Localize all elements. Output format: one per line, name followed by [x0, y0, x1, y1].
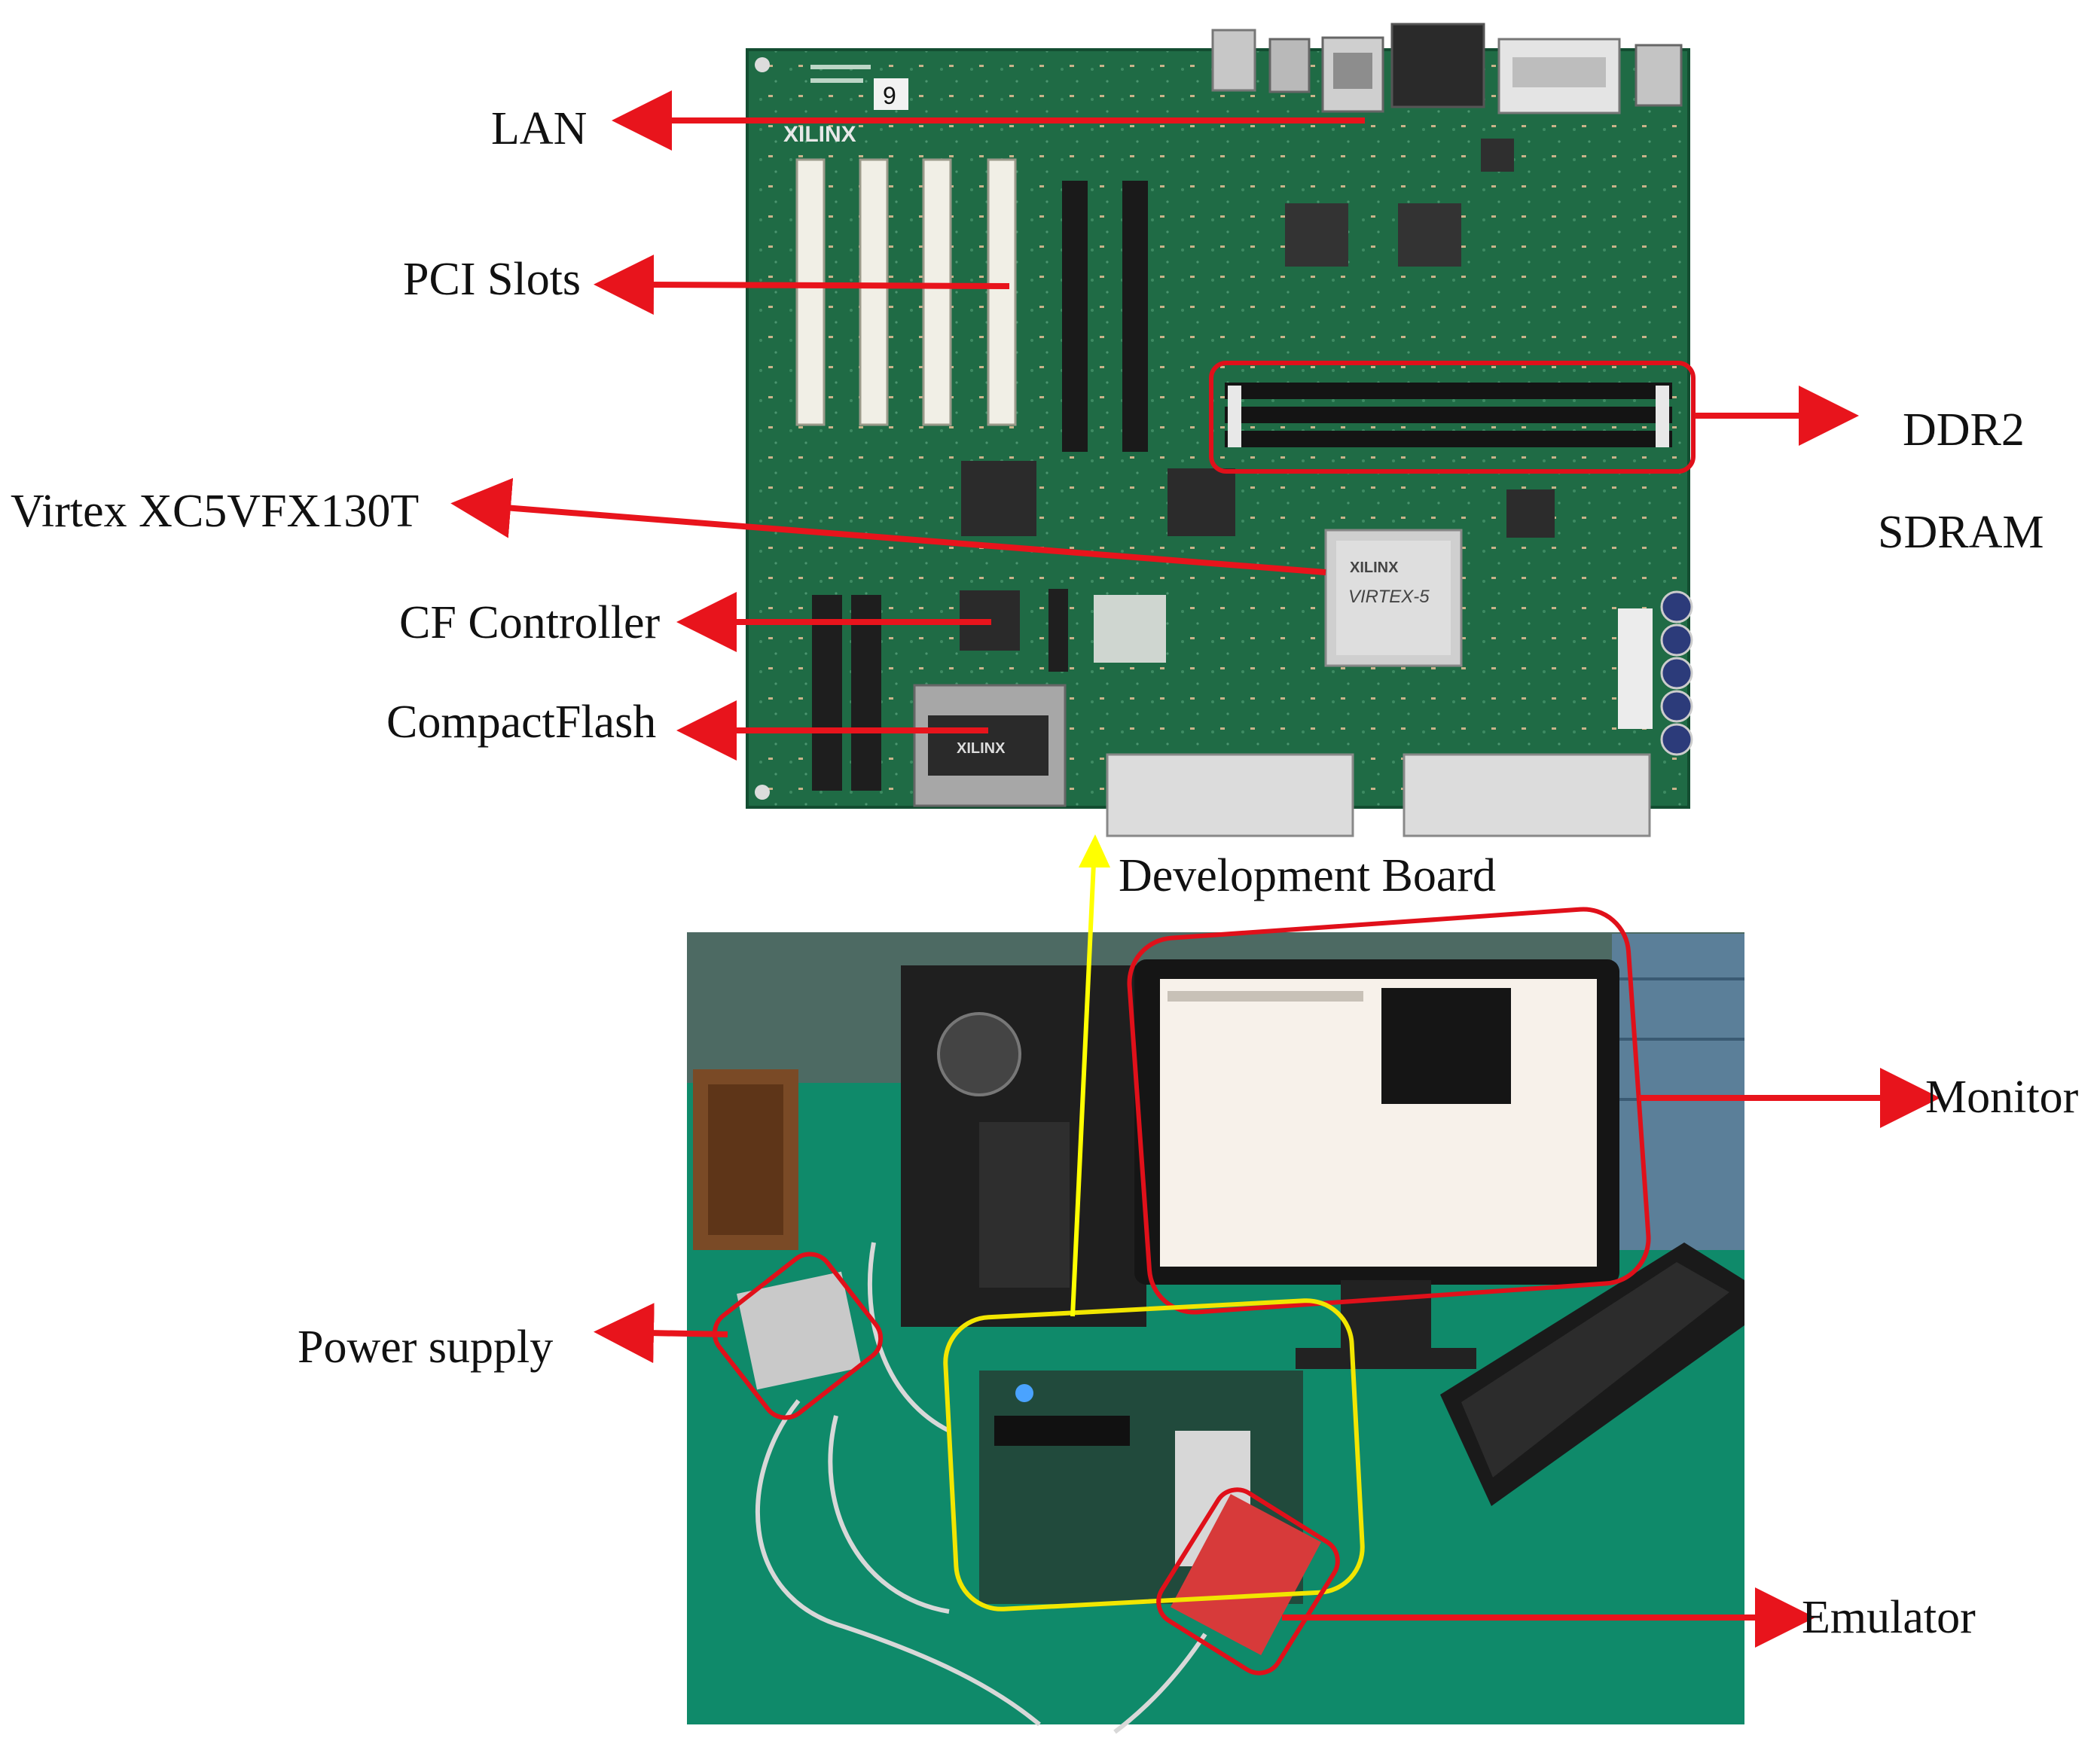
label-virtex: Virtex XC5VFX130T [11, 486, 420, 537]
board-number: 9 [883, 82, 896, 109]
label-cf-controller: CF Controller [399, 597, 661, 648]
label-monitor: Monitor [1925, 1072, 2079, 1123]
emulator-device [1171, 1494, 1321, 1655]
io-connectors [1211, 23, 1683, 114]
board-ics [960, 139, 1555, 672]
bottom-connectors [812, 595, 1651, 837]
development-board-photo: XILINX 9 [746, 23, 1696, 837]
compactflash-slot: XILINX [913, 684, 1067, 807]
monitor-highlight-box [1127, 907, 1651, 1315]
virtex-fpga: XILINX VIRTEX-5 [1324, 529, 1463, 667]
pc-tower [901, 965, 1146, 1327]
pcb [746, 48, 1690, 809]
label-lan: LAN [491, 103, 588, 154]
label-emulator: Emulator [1802, 1592, 1976, 1643]
arrow-pci [594, 255, 1010, 316]
fpga-brand: XILINX [1350, 560, 1399, 576]
arrow-development-board [1070, 834, 1110, 1317]
silkscreen: XILINX 9 [783, 65, 908, 147]
monitor [1134, 959, 1619, 1369]
board-brand-logo: XILINX [783, 122, 856, 147]
label-power-supply: Power supply [298, 1322, 554, 1373]
cables [755, 1242, 1207, 1734]
label-sdram: SDRAM [1878, 507, 2044, 558]
label-ddr2: DDR2 [1903, 404, 2025, 456]
arrow-virtex [450, 477, 1326, 575]
ddr2-dimm-slots [1225, 383, 1672, 447]
development-board-highlight-box [943, 1298, 1365, 1611]
lab-setup-photo [687, 907, 1744, 1734]
capacitors [1618, 590, 1693, 756]
cf-brand: XILINX [957, 740, 1006, 757]
arrow-power-supply [594, 1303, 728, 1364]
ddr2-highlight-box [1209, 361, 1696, 474]
power-supply-highlight-box [712, 1252, 884, 1420]
keyboard [1440, 1243, 1744, 1506]
label-compactflash: CompactFlash [386, 697, 657, 748]
label-development-board: Development Board [1119, 850, 1497, 901]
callout-arrows [450, 90, 1940, 1648]
chair [693, 1069, 798, 1250]
fpga-name: VIRTEX-5 [1348, 587, 1430, 607]
pci-slots [795, 158, 1148, 452]
label-pci-slots: PCI Slots [403, 254, 581, 305]
power-supply [737, 1271, 862, 1390]
